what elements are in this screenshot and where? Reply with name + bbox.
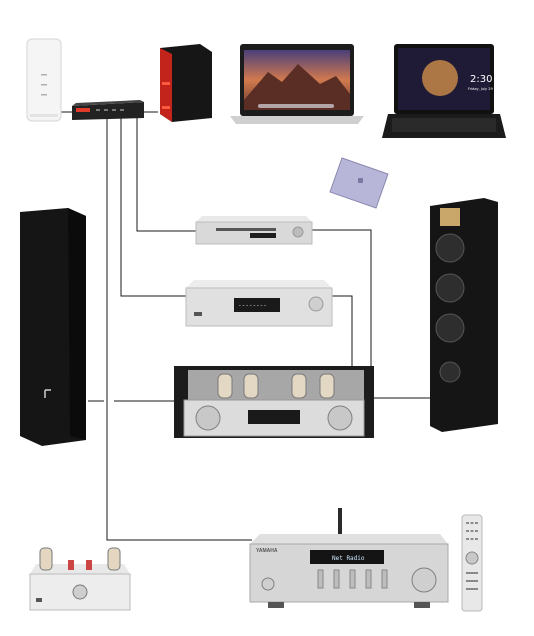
svg-text:--------: -------- bbox=[238, 302, 267, 309]
laptop-date: Friday, July 29 bbox=[468, 87, 493, 91]
network-player: -------- bbox=[185, 280, 333, 327]
network-switch bbox=[72, 100, 144, 120]
left-speaker bbox=[20, 208, 86, 446]
cd-player bbox=[195, 216, 313, 245]
network-receiver: YAMAHA Net Radio bbox=[249, 508, 449, 608]
nas-drive bbox=[160, 44, 212, 122]
wire-network-player-amp bbox=[330, 295, 353, 366]
wire-switch-network-player bbox=[120, 118, 186, 297]
receiver-brand: YAMAHA bbox=[256, 548, 278, 554]
macbook-laptop bbox=[230, 44, 364, 124]
wire-switch-cd-player bbox=[136, 118, 196, 232]
remote-control bbox=[461, 514, 483, 612]
wire-cd-amp bbox=[312, 229, 372, 366]
wifi-router bbox=[26, 38, 62, 122]
tube-amplifier bbox=[174, 366, 374, 438]
windows-laptop: 2:30 Friday, July 29 bbox=[382, 44, 506, 138]
wire-switch-receiver bbox=[106, 118, 252, 541]
small-tube-amplifier bbox=[29, 547, 131, 611]
laptop-clock: 2:30 bbox=[470, 74, 492, 85]
right-speaker bbox=[430, 198, 498, 432]
tablet bbox=[329, 157, 389, 209]
receiver-display: Net Radio bbox=[332, 555, 365, 562]
